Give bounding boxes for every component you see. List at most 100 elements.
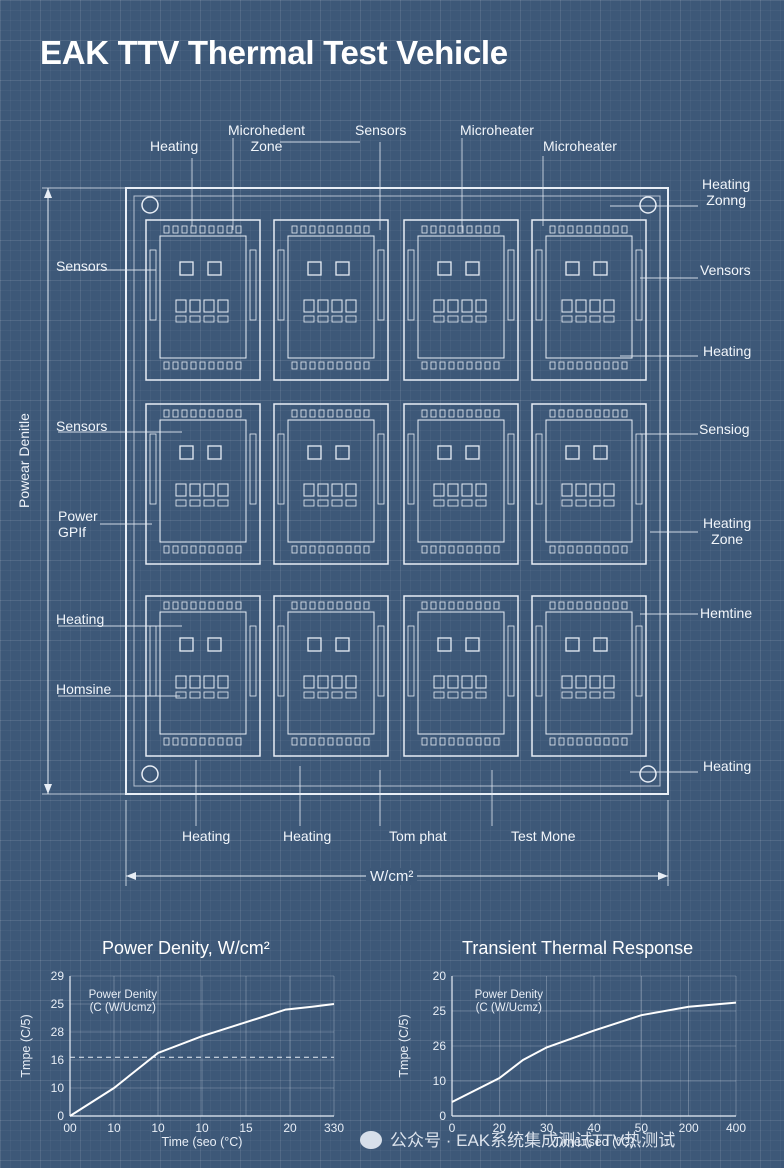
- bond-pad: [576, 409, 583, 418]
- side-strip: [277, 433, 285, 505]
- bond-pad: [421, 737, 428, 746]
- sensor: [307, 261, 322, 276]
- bond-pad: [181, 737, 188, 746]
- bond-pad: [309, 737, 316, 746]
- label-right-hemtine: Hemtine: [700, 605, 753, 621]
- heater-cell: [575, 483, 587, 497]
- bond-pad: [181, 601, 188, 610]
- die-block: [403, 219, 519, 381]
- side-strip: [535, 625, 543, 697]
- heater-cell: [575, 315, 587, 323]
- bond-pad: [484, 545, 491, 554]
- side-strip: [277, 249, 285, 321]
- bond-pad: [493, 545, 500, 554]
- bond-pad: [217, 409, 224, 418]
- heater-cell: [589, 691, 601, 699]
- bond-pad: [199, 225, 206, 234]
- die-core: [159, 235, 247, 359]
- label-line: Zone: [711, 531, 744, 547]
- bond-pad: [448, 545, 455, 554]
- bond-pad: [576, 601, 583, 610]
- sensor: [437, 261, 452, 276]
- bond-pad: [172, 225, 179, 234]
- heater-cell: [461, 315, 473, 323]
- bond-pad: [172, 737, 179, 746]
- x-axis-label: Time (seo (°C): [162, 1135, 243, 1149]
- bond-pad: [493, 361, 500, 370]
- bond-pad: [354, 545, 361, 554]
- bond-pad: [567, 545, 574, 554]
- bond-pad: [567, 361, 574, 370]
- bond-pad: [549, 225, 556, 234]
- x-tick-label: 10: [195, 1121, 209, 1135]
- die-outline: [531, 403, 647, 565]
- bond-pad: [439, 737, 446, 746]
- heater-cell: [175, 483, 187, 497]
- sensor: [179, 261, 194, 276]
- bond-pad: [612, 225, 619, 234]
- heater-cell: [345, 299, 357, 313]
- bond-pad: [336, 601, 343, 610]
- label-top-sensors: Sensors: [355, 122, 407, 138]
- bond-pad: [327, 737, 334, 746]
- heater-cell: [433, 691, 445, 699]
- bond-pad: [549, 601, 556, 610]
- bond-pad: [576, 737, 583, 746]
- label-bottom-test-mone: Test Mone: [511, 828, 576, 844]
- bond-pad: [484, 601, 491, 610]
- bond-pad: [594, 737, 601, 746]
- heater-cell: [345, 483, 357, 497]
- bond-pad: [181, 545, 188, 554]
- side-strip: [149, 249, 157, 321]
- label-line: GPIf: [58, 524, 87, 540]
- bond-pad: [448, 737, 455, 746]
- die-block: [403, 595, 519, 757]
- bond-pad: [291, 737, 298, 746]
- bond-pad: [226, 361, 233, 370]
- watermark: 公众号 · EAK系统集成测试TTV热测试: [360, 1126, 675, 1151]
- sensor: [179, 637, 194, 652]
- bond-pad: [199, 361, 206, 370]
- x-dimension-label: W/cm²: [366, 868, 418, 885]
- heater-cell: [303, 315, 315, 323]
- heater-cell: [461, 675, 473, 689]
- bond-pad: [190, 361, 197, 370]
- side-strip: [507, 625, 515, 697]
- bond-pad: [612, 361, 619, 370]
- test-vehicle-board: [42, 138, 698, 886]
- heater-cell: [345, 691, 357, 699]
- bond-pad: [291, 409, 298, 418]
- x-tick-label: 15: [239, 1121, 253, 1135]
- side-strip: [407, 625, 415, 697]
- x-tick-label: 400: [726, 1121, 746, 1135]
- bond-pad: [612, 545, 619, 554]
- die-block: [531, 595, 647, 757]
- heater-cell: [189, 499, 201, 507]
- heater-cell: [575, 499, 587, 507]
- heater-cell: [589, 675, 601, 689]
- sensor: [465, 261, 480, 276]
- bond-pad: [493, 601, 500, 610]
- x-tick-label: 200: [679, 1121, 699, 1135]
- side-strip: [149, 433, 157, 505]
- bond-pad: [448, 409, 455, 418]
- heater-cell: [603, 691, 615, 699]
- bond-pad: [466, 545, 473, 554]
- die-core: [287, 611, 375, 735]
- label-right-vensors: Vensors: [700, 262, 751, 278]
- bond-pad: [558, 545, 565, 554]
- sensor: [335, 637, 350, 652]
- label-bottom-tom-phat: Tom phat: [389, 828, 447, 844]
- side-strip: [149, 625, 157, 697]
- die-block: [273, 403, 389, 565]
- arrow-head: [126, 872, 136, 880]
- die-core: [287, 419, 375, 543]
- heater-cell: [189, 299, 201, 313]
- label-top-microheater-2: Microheater: [543, 138, 617, 154]
- arrow-head: [658, 872, 668, 880]
- die-block: [531, 219, 647, 381]
- bond-pad: [567, 409, 574, 418]
